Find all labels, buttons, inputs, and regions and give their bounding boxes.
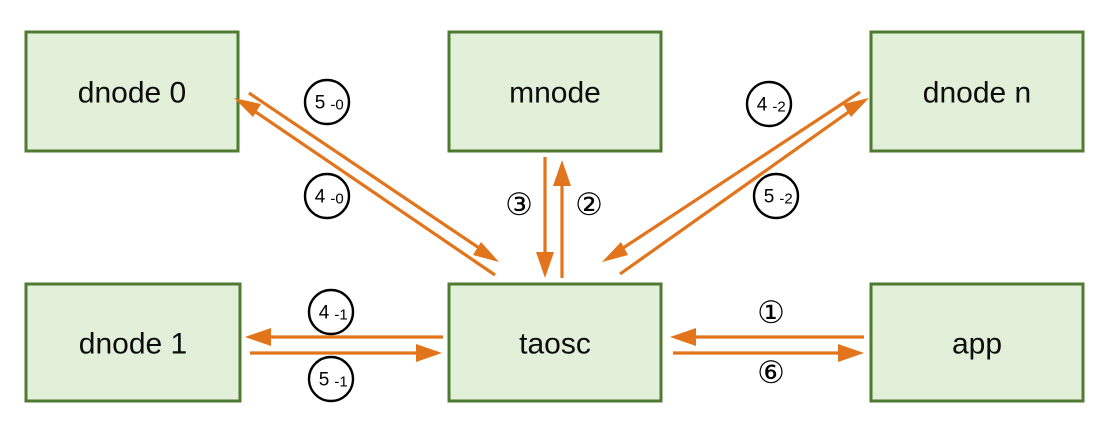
node-box-rect bbox=[24, 30, 240, 153]
badge-circle bbox=[307, 288, 355, 336]
edge-4-1 bbox=[245, 328, 443, 346]
edge-line bbox=[248, 91, 489, 256]
badge-label-sub: -0 bbox=[330, 97, 343, 114]
node-dnode1[interactable]: dnode 1 bbox=[24, 282, 242, 403]
badge-glyph-1: ① bbox=[757, 295, 785, 331]
badge-label-main: 5 bbox=[315, 93, 326, 114]
badge-5-1: 5 -1 bbox=[307, 355, 355, 403]
arrowhead-icon bbox=[670, 328, 696, 346]
badge-4-1: 4 -1 bbox=[307, 288, 355, 336]
edge-6 bbox=[673, 344, 864, 362]
arrowhead-icon bbox=[416, 344, 442, 362]
edge-4-2 bbox=[619, 98, 869, 276]
edge-3 bbox=[536, 157, 554, 278]
badge-label-sub: -2 bbox=[779, 191, 792, 208]
badge-label-sub: -2 bbox=[772, 99, 785, 116]
node-label-dnoden: dnode n bbox=[923, 77, 1031, 110]
node-box-rect bbox=[869, 30, 1085, 153]
badge-label-sub: -1 bbox=[334, 374, 347, 391]
badge-label-main: 4 bbox=[319, 303, 330, 324]
node-label-dnode1: dnode 1 bbox=[79, 328, 187, 361]
arrowhead-icon bbox=[553, 160, 571, 186]
edge-2 bbox=[553, 160, 571, 278]
badge-4-2: 4 -2 bbox=[745, 80, 793, 128]
badge-circle bbox=[307, 355, 355, 403]
badge-circle bbox=[745, 80, 793, 128]
arrowhead-icon bbox=[843, 98, 869, 117]
badge-4-0: 4 -0 bbox=[303, 172, 351, 220]
edge-line bbox=[613, 90, 861, 256]
edge-line bbox=[619, 104, 858, 276]
badge-glyph-2: ② bbox=[575, 187, 603, 223]
node-label-taosc: taosc bbox=[519, 328, 591, 361]
node-taosc[interactable]: taosc bbox=[447, 282, 663, 403]
edge-5-2 bbox=[602, 90, 861, 262]
node-label-app: app bbox=[952, 328, 1002, 361]
node-box-rect bbox=[447, 30, 663, 153]
badge-label-main: 4 bbox=[315, 187, 326, 208]
arrowhead-icon bbox=[602, 242, 628, 262]
badge-5-0: 5 -0 bbox=[303, 78, 351, 126]
node-dnoden[interactable]: dnode n bbox=[869, 30, 1085, 153]
node-box-rect bbox=[447, 282, 663, 403]
node-app[interactable]: app bbox=[869, 282, 1085, 403]
badge-label-sub: -1 bbox=[334, 307, 347, 324]
arrowhead-icon bbox=[234, 98, 261, 117]
arrowhead-icon bbox=[838, 344, 864, 362]
node-box-rect bbox=[24, 282, 242, 403]
badge-glyph-6: ⑥ bbox=[757, 355, 785, 391]
node-box-rect bbox=[869, 282, 1085, 403]
arrowhead-icon bbox=[536, 252, 554, 278]
node-dnode0[interactable]: dnode 0 bbox=[24, 30, 240, 153]
edge-4-0 bbox=[234, 98, 496, 277]
badge-circle bbox=[303, 78, 351, 126]
edge-5-0 bbox=[248, 91, 499, 262]
badge-5-2: 5 -2 bbox=[752, 172, 800, 220]
edge-line bbox=[246, 104, 496, 277]
node-label-dnode0: dnode 0 bbox=[78, 77, 186, 110]
arrowhead-icon bbox=[473, 242, 499, 262]
edge-1 bbox=[670, 328, 864, 346]
badge-label-main: 4 bbox=[757, 95, 768, 116]
edge-5-1 bbox=[250, 344, 442, 362]
badge-circle bbox=[752, 172, 800, 220]
badge-circle bbox=[303, 172, 351, 220]
badge-glyph-3: ③ bbox=[505, 187, 533, 223]
badge-label-main: 5 bbox=[764, 187, 775, 208]
badge-label-main: 5 bbox=[319, 370, 330, 391]
arrowhead-icon bbox=[245, 328, 271, 346]
node-label-mnode: mnode bbox=[509, 77, 601, 110]
node-mnode[interactable]: mnode bbox=[447, 30, 663, 153]
badge-label-sub: -0 bbox=[330, 191, 343, 208]
